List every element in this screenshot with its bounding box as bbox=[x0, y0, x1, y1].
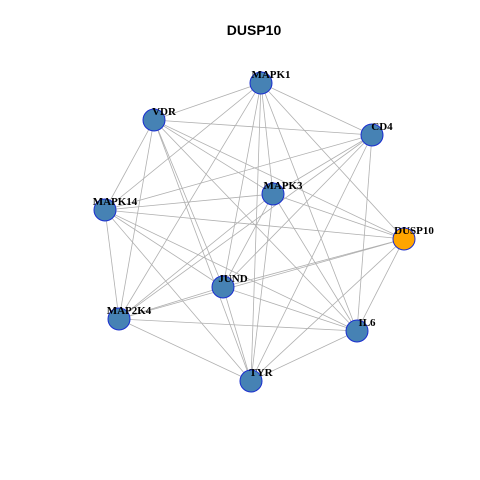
edge-mapk14-il6 bbox=[104, 209, 358, 332]
edge-mapk1-tyr bbox=[250, 82, 262, 382]
node-jund[interactable] bbox=[211, 275, 235, 299]
edge-cd4-tyr bbox=[250, 134, 373, 382]
edge-cd4-map2k4 bbox=[118, 134, 373, 320]
edge-cd4-il6 bbox=[356, 134, 373, 332]
node-cd4[interactable] bbox=[360, 123, 384, 147]
node-mapk14[interactable] bbox=[93, 198, 117, 222]
node-label-mapk3: MAPK3 bbox=[263, 180, 303, 192]
edge-vdr-tyr bbox=[153, 119, 252, 382]
edge-vdr-cd4 bbox=[153, 119, 373, 136]
edge-cd4-mapk3 bbox=[272, 134, 373, 195]
edge-dusp10-jund bbox=[222, 238, 405, 288]
edge-mapk1-mapk14 bbox=[104, 82, 262, 211]
node-label-il6: IL6 bbox=[358, 317, 376, 329]
edge-mapk1-mapk3 bbox=[260, 82, 274, 195]
edge-mapk1-jund bbox=[222, 82, 262, 288]
edge-layer bbox=[104, 82, 405, 382]
node-dusp10[interactable] bbox=[392, 227, 416, 251]
node-map2k4[interactable] bbox=[107, 307, 131, 331]
edge-mapk3-jund bbox=[222, 193, 274, 288]
node-layer bbox=[93, 71, 416, 393]
edge-jund-tyr bbox=[222, 286, 252, 382]
edge-mapk14-map2k4 bbox=[104, 209, 120, 320]
edge-mapk1-il6 bbox=[260, 82, 358, 332]
edge-vdr-mapk3 bbox=[153, 119, 274, 195]
edge-vdr-mapk14 bbox=[104, 119, 155, 211]
node-label-mapk14: MAPK14 bbox=[93, 196, 138, 208]
node-label-cd4: CD4 bbox=[371, 121, 393, 133]
edge-map2k4-il6 bbox=[118, 318, 358, 332]
edge-jund-map2k4 bbox=[118, 286, 224, 320]
edge-vdr-il6 bbox=[153, 119, 358, 332]
edge-mapk1-vdr bbox=[153, 82, 262, 121]
edge-cd4-jund bbox=[222, 134, 373, 288]
node-label-vdr: VDR bbox=[152, 106, 177, 118]
node-tyr[interactable] bbox=[239, 369, 263, 393]
edge-dusp10-tyr bbox=[250, 238, 405, 382]
node-label-mapk1: MAPK1 bbox=[251, 69, 290, 81]
edge-mapk3-mapk14 bbox=[104, 193, 274, 211]
edge-map2k4-tyr bbox=[118, 318, 252, 382]
edge-mapk3-tyr bbox=[250, 193, 274, 382]
edge-dusp10-il6 bbox=[356, 238, 405, 332]
node-mapk3[interactable] bbox=[261, 182, 285, 206]
edge-mapk14-dusp10 bbox=[104, 209, 405, 240]
edge-mapk3-map2k4 bbox=[118, 193, 274, 320]
edge-vdr-dusp10 bbox=[153, 119, 405, 240]
edge-vdr-map2k4 bbox=[118, 119, 155, 320]
node-label-jund: JUND bbox=[218, 273, 247, 285]
edge-mapk1-map2k4 bbox=[118, 82, 262, 320]
edge-mapk3-dusp10 bbox=[272, 193, 405, 240]
node-vdr[interactable] bbox=[142, 108, 166, 132]
edge-mapk14-tyr bbox=[104, 209, 252, 382]
edge-cd4-mapk14 bbox=[104, 134, 373, 211]
edge-jund-il6 bbox=[222, 286, 358, 332]
node-label-tyr: TYR bbox=[249, 367, 273, 379]
edge-dusp10-map2k4 bbox=[118, 238, 405, 320]
node-mapk1[interactable] bbox=[249, 71, 273, 95]
edge-mapk1-dusp10 bbox=[260, 82, 405, 240]
edge-vdr-jund bbox=[153, 119, 224, 288]
node-label-map2k4: MAP2K4 bbox=[107, 305, 152, 317]
edge-mapk1-cd4 bbox=[260, 82, 373, 136]
edge-mapk14-jund bbox=[104, 209, 224, 288]
node-label-dusp10: DUSP10 bbox=[394, 225, 434, 237]
node-il6[interactable] bbox=[345, 319, 369, 343]
diagram-title: DUSP10 bbox=[227, 22, 282, 38]
edge-il6-tyr bbox=[250, 330, 358, 382]
